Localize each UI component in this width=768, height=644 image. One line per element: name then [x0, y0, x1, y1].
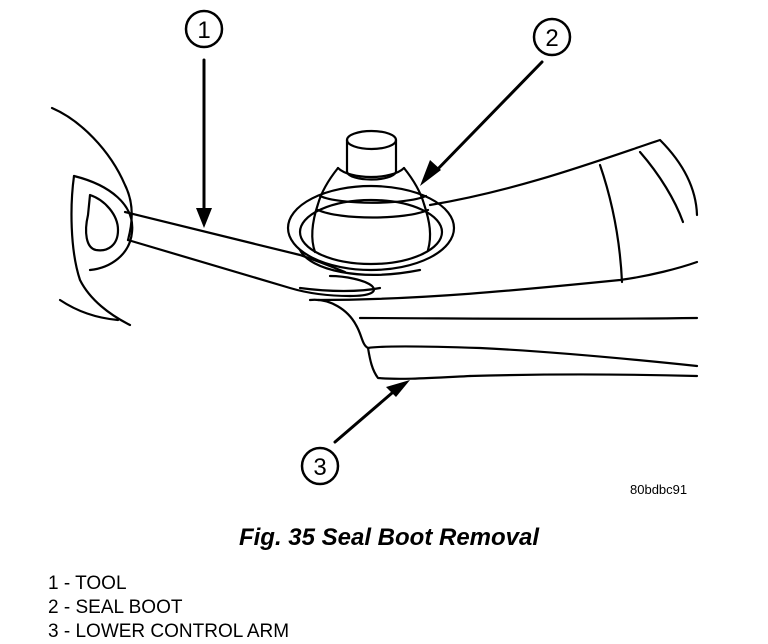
callout-3-number: 3	[313, 454, 326, 481]
callout-3: 3	[300, 380, 410, 486]
hand-drawing	[50, 106, 134, 327]
legend-label: TOOL	[75, 573, 127, 594]
figure-caption: Fig. 35 Seal Boot Removal	[0, 524, 768, 552]
legend: 1 - TOOL 2 - SEAL BOOT 3 - LOWER CONTROL…	[48, 572, 289, 644]
tool-drawing	[123, 210, 382, 298]
image-code: 80bdbc91	[630, 482, 688, 497]
legend-label: LOWER CONTROL ARM	[75, 621, 290, 642]
callout-2: 2	[420, 17, 572, 186]
seal-boot-removal-illustration: 1 2 3	[50, 9, 699, 486]
legend-item: 1 - TOOL	[48, 573, 127, 594]
legend-label: SEAL BOOT	[75, 597, 183, 618]
legend-number: 3	[48, 621, 59, 642]
callout-1-number: 1	[197, 17, 210, 44]
lower-control-arm-drawing	[308, 138, 699, 380]
figure-caption-text: Fig. 35 Seal Boot Removal	[238, 524, 540, 551]
seal-boot-drawing	[286, 129, 456, 276]
legend-item: 3 - LOWER CONTROL ARM	[48, 621, 290, 642]
legend-number: 2	[48, 597, 59, 618]
callout-2-number: 2	[545, 25, 558, 52]
legend-number: 1	[48, 573, 59, 594]
callout-1: 1	[184, 9, 224, 228]
legend-item: 2 - SEAL BOOT	[48, 597, 183, 618]
